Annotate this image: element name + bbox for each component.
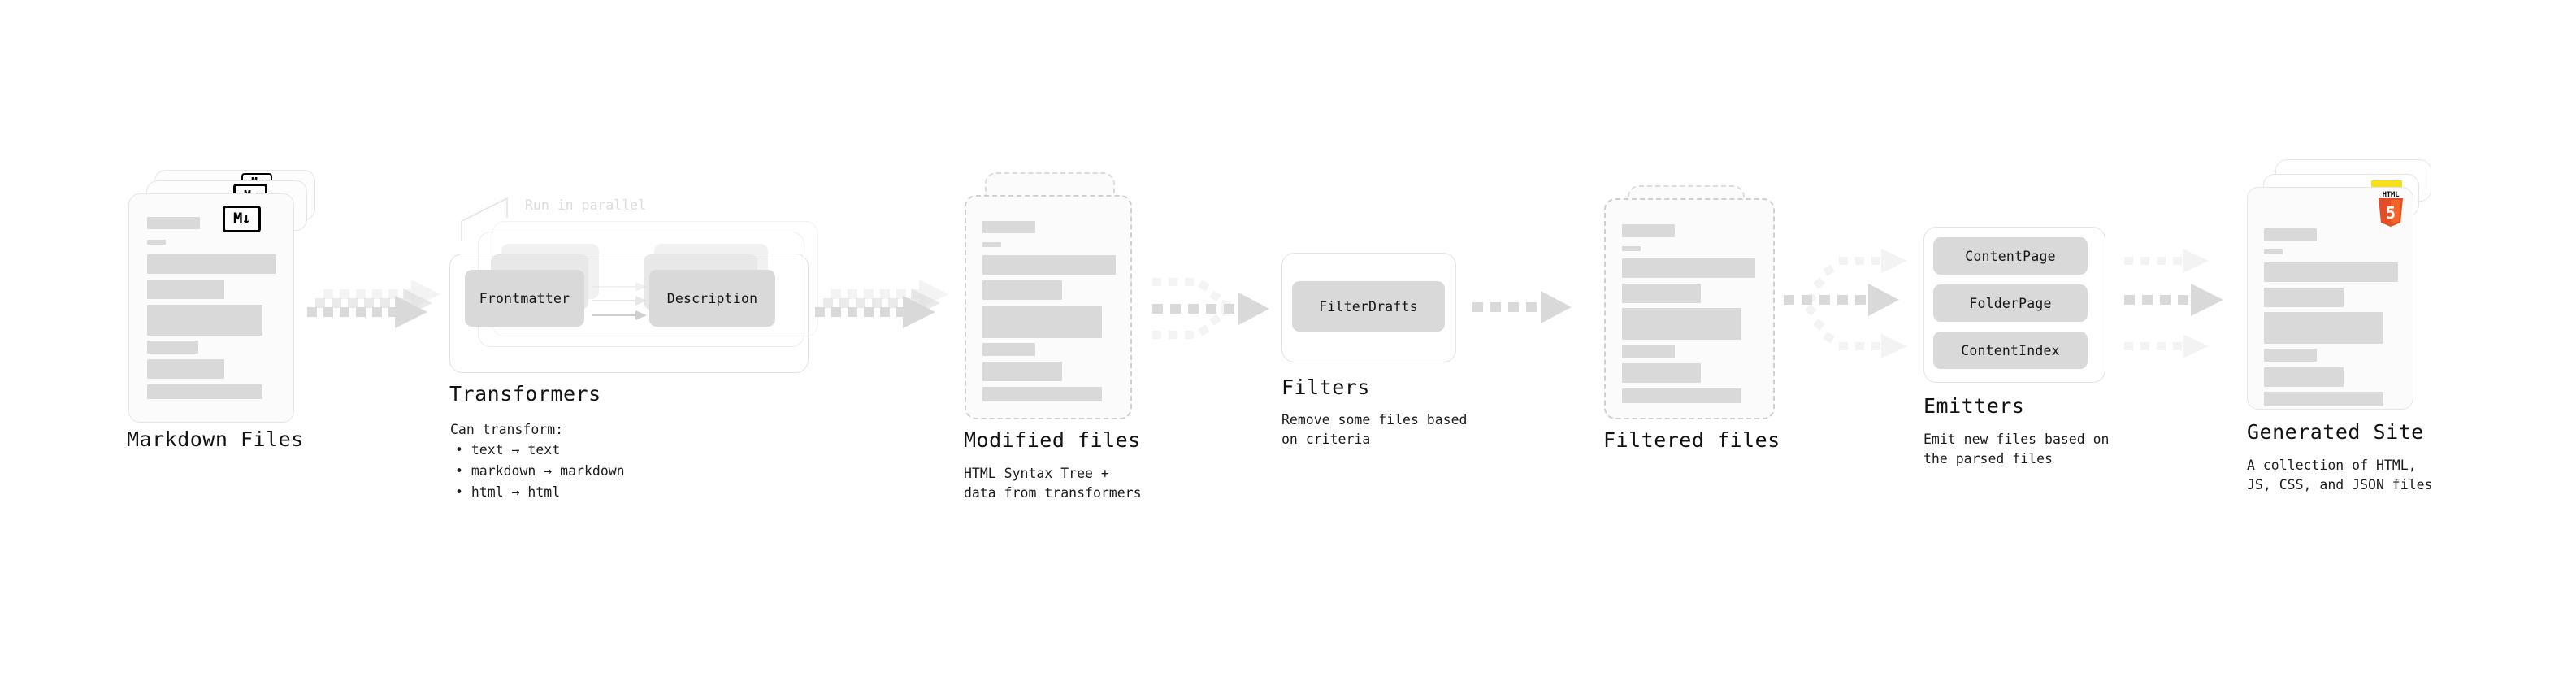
doc-bar — [2264, 392, 2383, 406]
doc-bar — [1622, 388, 1741, 403]
connector-modified-to-filters — [1152, 278, 1269, 339]
doc-bar — [2264, 262, 2398, 282]
doc-bar — [2264, 249, 2283, 254]
stage-desc-filters: Remove some files based on criteria — [1281, 412, 1468, 447]
doc-bar — [147, 305, 262, 336]
list-item: • markdown → markdown — [455, 463, 625, 479]
connector-transformers-to-modified — [815, 280, 948, 328]
html5-badge-label: HTML — [2382, 191, 2400, 199]
doc-bar — [2264, 288, 2344, 307]
bullet-text: text → text — [471, 442, 561, 458]
doc-bar — [147, 384, 262, 399]
doc-bar — [1622, 363, 1701, 383]
stage-title-modified-files: Modified files — [964, 428, 1141, 452]
doc-bar — [1622, 308, 1741, 340]
transformers-panel — [449, 254, 809, 373]
stage-desc-emitters: Emit new files based on the parsed files — [1923, 432, 2110, 466]
stage-title-filtered-files: Filtered files — [1603, 428, 1780, 452]
chip-folderpage[interactable]: FolderPage — [1933, 284, 2088, 322]
list-item: • text → text — [455, 442, 561, 458]
chip-contentindex[interactable]: ContentIndex — [1933, 332, 2088, 369]
connector-md-to-transformers — [307, 280, 440, 328]
doc-bar — [982, 343, 1035, 356]
connector-filters-to-filtered — [1472, 291, 1572, 323]
doc-bar — [982, 306, 1102, 338]
doc-bar — [147, 280, 224, 299]
stage-desc-transformers: Can transform: — [450, 422, 564, 437]
chip-contentpage[interactable]: ContentPage — [1933, 237, 2088, 275]
doc-bar — [982, 221, 1035, 233]
stage-desc-modified-files: HTML Syntax Tree + data from transformer… — [964, 466, 1142, 501]
stage-title-markdown-files: Markdown Files — [127, 427, 304, 451]
stage-title-transformers: Transformers — [449, 382, 601, 406]
doc-bar — [147, 359, 224, 379]
doc-bar — [2264, 349, 2317, 362]
bullet-text: html → html — [471, 484, 561, 501]
transformer-bullet-list: • text → text • markdown → markdown • ht… — [455, 440, 625, 503]
connector-frontmatter-to-description — [592, 282, 647, 320]
doc-bar — [982, 280, 1062, 300]
stage-title-generated-site: Generated Site — [2247, 420, 2424, 444]
markdown-file-card-front — [128, 193, 294, 423]
filtered-file-card-front — [1604, 198, 1775, 419]
html5-badge: HTML 5 — [2377, 191, 2405, 227]
chip-filterdrafts[interactable]: FilterDrafts — [1292, 281, 1445, 332]
doc-bar — [982, 255, 1116, 275]
doc-bar — [1622, 246, 1641, 251]
doc-bar — [2264, 312, 2383, 344]
stage-title-emitters: Emitters — [1923, 394, 2025, 418]
site-file-card-html — [2247, 187, 2413, 410]
run-in-parallel-label: Run in parallel — [525, 197, 647, 213]
doc-bar — [1622, 284, 1701, 303]
doc-bar — [147, 254, 276, 274]
doc-bar — [1622, 224, 1675, 237]
chip-frontmatter[interactable]: Frontmatter — [465, 270, 584, 327]
doc-bar — [982, 387, 1102, 401]
doc-bar — [1622, 345, 1675, 358]
doc-bar — [1622, 258, 1755, 278]
doc-bar — [147, 340, 198, 354]
markdown-badge-label: M↓ — [233, 210, 251, 228]
chip-description[interactable]: Description — [649, 270, 775, 327]
doc-bar — [147, 240, 166, 245]
bullet-text: markdown → markdown — [471, 463, 625, 479]
markdown-badge-front: M↓ — [223, 206, 261, 232]
doc-bar — [2264, 367, 2344, 387]
run-in-parallel-bracket — [461, 197, 508, 241]
connector-filtered-to-emitters — [1784, 249, 1907, 358]
doc-bar — [982, 362, 1062, 381]
doc-bar — [2264, 228, 2317, 241]
html5-badge-digit: 5 — [2386, 203, 2396, 223]
doc-bar — [982, 242, 1001, 247]
stage-desc-generated-site: A collection of HTML, JS, CSS, and JSON … — [2247, 458, 2433, 492]
list-item: • html → html — [455, 484, 561, 501]
connector-emitters-to-site — [2124, 249, 2223, 358]
modified-file-card-front — [965, 195, 1132, 419]
doc-bar — [147, 217, 200, 229]
stage-title-filters: Filters — [1281, 375, 1370, 399]
